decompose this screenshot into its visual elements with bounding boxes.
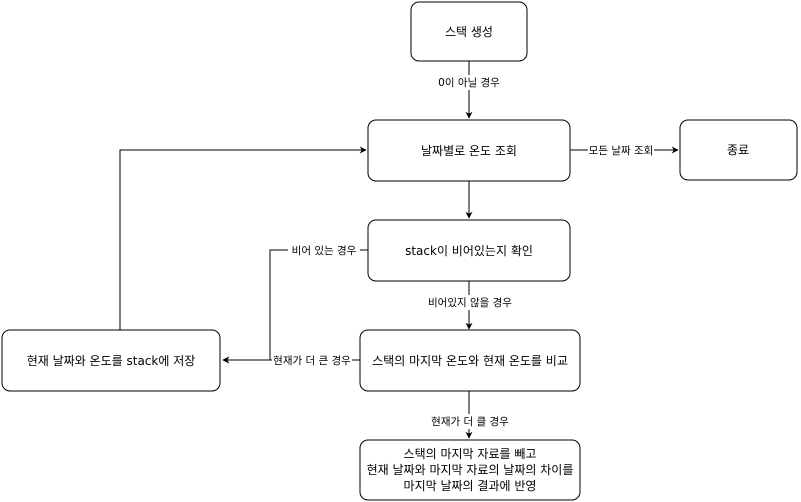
node-result-line-3: 마지막 날짜의 결과에 반영 (404, 479, 537, 493)
node-end[interactable]: 종료 (679, 119, 798, 181)
node-check-empty-label: stack이 비어있는지 확인 (405, 244, 533, 258)
edge-lookup-to-end: 모든 날짜 조회 (570, 143, 679, 158)
edge-label-if-not-empty: 비어있지 않을 경우 (428, 296, 512, 309)
node-save-current[interactable]: 현재 날짜와 온도를 stack에 저장 (1, 329, 221, 392)
node-compare-label: 스택의 마지막 온도와 현재 온도를 비교 (372, 354, 568, 368)
edge-check-to-save: 비어 있는 경우 (222, 243, 368, 364)
node-create-stack-label: 스택 생성 (445, 25, 493, 39)
node-check-empty[interactable]: stack이 비어있는지 확인 (367, 219, 571, 282)
node-lookup-by-date-label: 날짜별로 온도 조회 (421, 144, 517, 158)
node-lookup-by-date[interactable]: 날짜별로 온도 조회 (367, 119, 571, 182)
node-result-line-2: 현재 날짜와 마지막 자료의 날짜의 차이를 (367, 463, 574, 477)
edge-compare-to-save: 현재가 더 큰 경우 (222, 353, 360, 368)
node-end-label: 종료 (727, 143, 749, 157)
edge-compare-to-result: 현재가 더 클 경우 (428, 391, 512, 439)
edge-label-if-empty: 비어 있는 경우 (292, 244, 357, 257)
edge-create-to-lookup: 0이 아닐 경우 (436, 61, 502, 119)
edge-check-to-compare: 비어있지 않을 경우 (425, 281, 515, 330)
edge-label-not-zero: 0이 아닐 경우 (438, 76, 500, 89)
edge-label-current-greater-left: 현재가 더 큰 경우 (273, 354, 351, 367)
edge-label-current-greater-down: 현재가 더 클 경우 (431, 415, 509, 428)
node-compare[interactable]: 스택의 마지막 온도와 현재 온도를 비교 (359, 329, 581, 392)
edge-save-to-lookup (119, 146, 367, 330)
node-save-current-label: 현재 날짜와 온도를 stack에 저장 (27, 354, 196, 368)
node-create-stack[interactable]: 스택 생성 (410, 1, 528, 62)
node-result-line-1: 스택의 마지막 자료를 빼고 (404, 447, 537, 461)
edge-label-all-dates: 모든 날짜 조회 (589, 145, 654, 157)
node-result[interactable]: 스택의 마지막 자료를 빼고 현재 날짜와 마지막 자료의 날짜의 차이를 마지… (359, 439, 581, 501)
